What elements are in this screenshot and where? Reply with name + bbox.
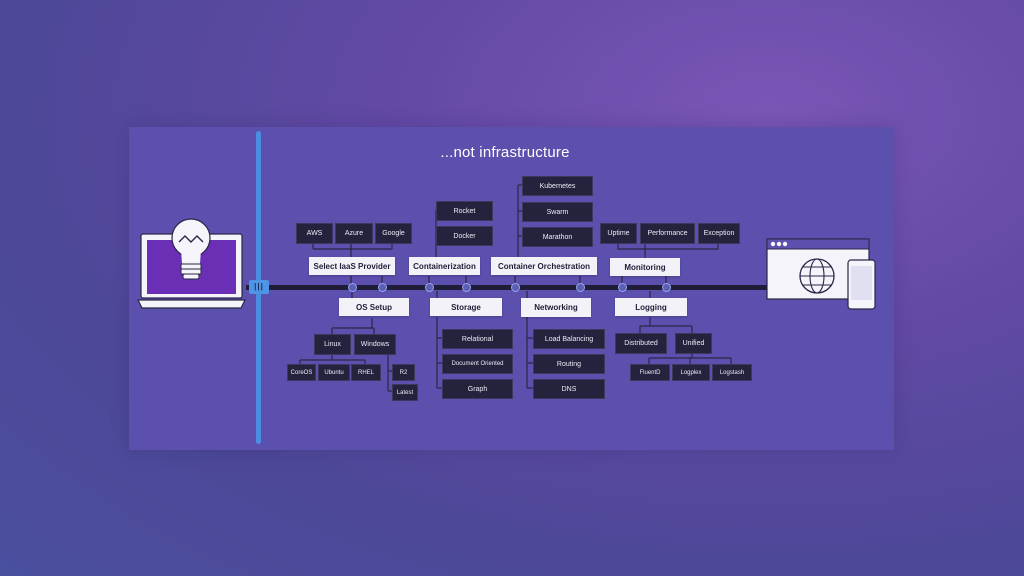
- orchestration-option-swarm[interactable]: Swarm: [522, 202, 593, 222]
- container-option-docker[interactable]: Docker: [436, 226, 493, 246]
- pipeline-node: [618, 283, 627, 292]
- logging-option-distributed[interactable]: Distributed: [615, 333, 667, 354]
- windows-option-r2[interactable]: R2: [392, 364, 415, 381]
- pipeline-node: [348, 283, 357, 292]
- orchestration-option-kubernetes[interactable]: Kubernetes: [522, 176, 593, 196]
- iaas-option-aws[interactable]: AWS: [296, 223, 333, 244]
- orchestration-option-marathon[interactable]: Marathon: [522, 227, 593, 247]
- orchestration-step-box[interactable]: Container Orchestration: [491, 257, 597, 275]
- monitoring-step-box[interactable]: Monitoring: [610, 258, 680, 276]
- lightbulb-laptop-icon: [137, 218, 246, 309]
- networking-option-load-balancing[interactable]: Load Balancing: [533, 329, 605, 349]
- iaas-option-google[interactable]: Google: [375, 223, 412, 244]
- pipeline-node: [462, 283, 471, 292]
- pipeline-node: [425, 283, 434, 292]
- logging-option-unified[interactable]: Unified: [675, 333, 712, 354]
- os-option-linux[interactable]: Linux: [314, 334, 351, 355]
- unified-option-fluentd[interactable]: FluentD: [630, 364, 670, 381]
- logging-step-box[interactable]: Logging: [615, 298, 687, 316]
- pipeline-node: [662, 283, 671, 292]
- networking-option-dns[interactable]: DNS: [533, 379, 605, 399]
- unified-option-logplex[interactable]: Logplex: [672, 364, 710, 381]
- os-option-windows[interactable]: Windows: [354, 334, 396, 355]
- storage-option-graph[interactable]: Graph: [442, 379, 513, 399]
- linux-option-rhel[interactable]: RHEL: [351, 364, 381, 381]
- containerization-step-box[interactable]: Containerization: [409, 257, 480, 275]
- storage-option-document-oriented[interactable]: Document Oriented: [442, 354, 513, 374]
- monitoring-option-performance[interactable]: Performance: [640, 223, 695, 244]
- globe-browser-mobile-icon: [766, 238, 876, 310]
- pipeline-node: [511, 283, 520, 292]
- linux-option-ubuntu[interactable]: Ubuntu: [318, 364, 350, 381]
- storage-option-relational[interactable]: Relational: [442, 329, 513, 349]
- monitoring-option-uptime[interactable]: Uptime: [600, 223, 637, 244]
- os-setup-step-box[interactable]: OS Setup: [339, 298, 409, 316]
- pipeline-handle[interactable]: |||: [249, 280, 269, 294]
- monitoring-option-exception[interactable]: Exception: [698, 223, 740, 244]
- linux-option-coreos[interactable]: CoreOS: [287, 364, 316, 381]
- pipeline-node: [378, 283, 387, 292]
- iaas-step-box[interactable]: Select IaaS Provider: [309, 257, 395, 275]
- iaas-option-azure[interactable]: Azure: [335, 223, 373, 244]
- storage-step-box[interactable]: Storage: [430, 298, 502, 316]
- unified-option-logstash[interactable]: Logstash: [712, 364, 752, 381]
- diagram-title: ...not infrastructure: [440, 144, 570, 161]
- networking-option-routing[interactable]: Routing: [533, 354, 605, 374]
- networking-step-box[interactable]: Networking: [521, 298, 591, 317]
- container-option-rocket[interactable]: Rocket: [436, 201, 493, 221]
- pipeline-node: [576, 283, 585, 292]
- pipeline-bar: [246, 285, 770, 290]
- windows-option-latest[interactable]: Latest: [392, 384, 418, 401]
